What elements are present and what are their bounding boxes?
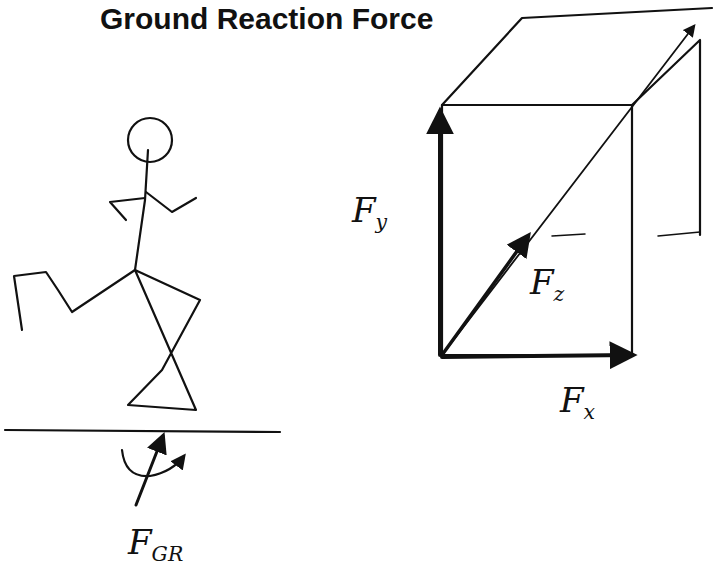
arm-back (110, 198, 145, 220)
force-label: Fy (352, 190, 387, 234)
fy-arrow (438, 112, 442, 355)
force-arrow (136, 436, 163, 505)
moment-arrow (122, 450, 184, 476)
leg-front (128, 270, 200, 410)
fz-arrow (442, 236, 528, 355)
torso (135, 150, 148, 270)
resultant-arrow (442, 26, 694, 355)
force-label: FGR (128, 522, 183, 566)
force-label: Fx (560, 380, 595, 424)
ground-line (5, 430, 280, 432)
force-label: Fz (530, 262, 564, 306)
leg-back (14, 270, 135, 330)
box-hidden (552, 234, 585, 236)
box-hidden (658, 232, 700, 236)
fx-arrow (442, 355, 632, 357)
diagram-title: Ground Reaction Force (100, 2, 433, 36)
head (128, 118, 172, 162)
box-side (632, 40, 700, 235)
arm-front (146, 192, 196, 212)
